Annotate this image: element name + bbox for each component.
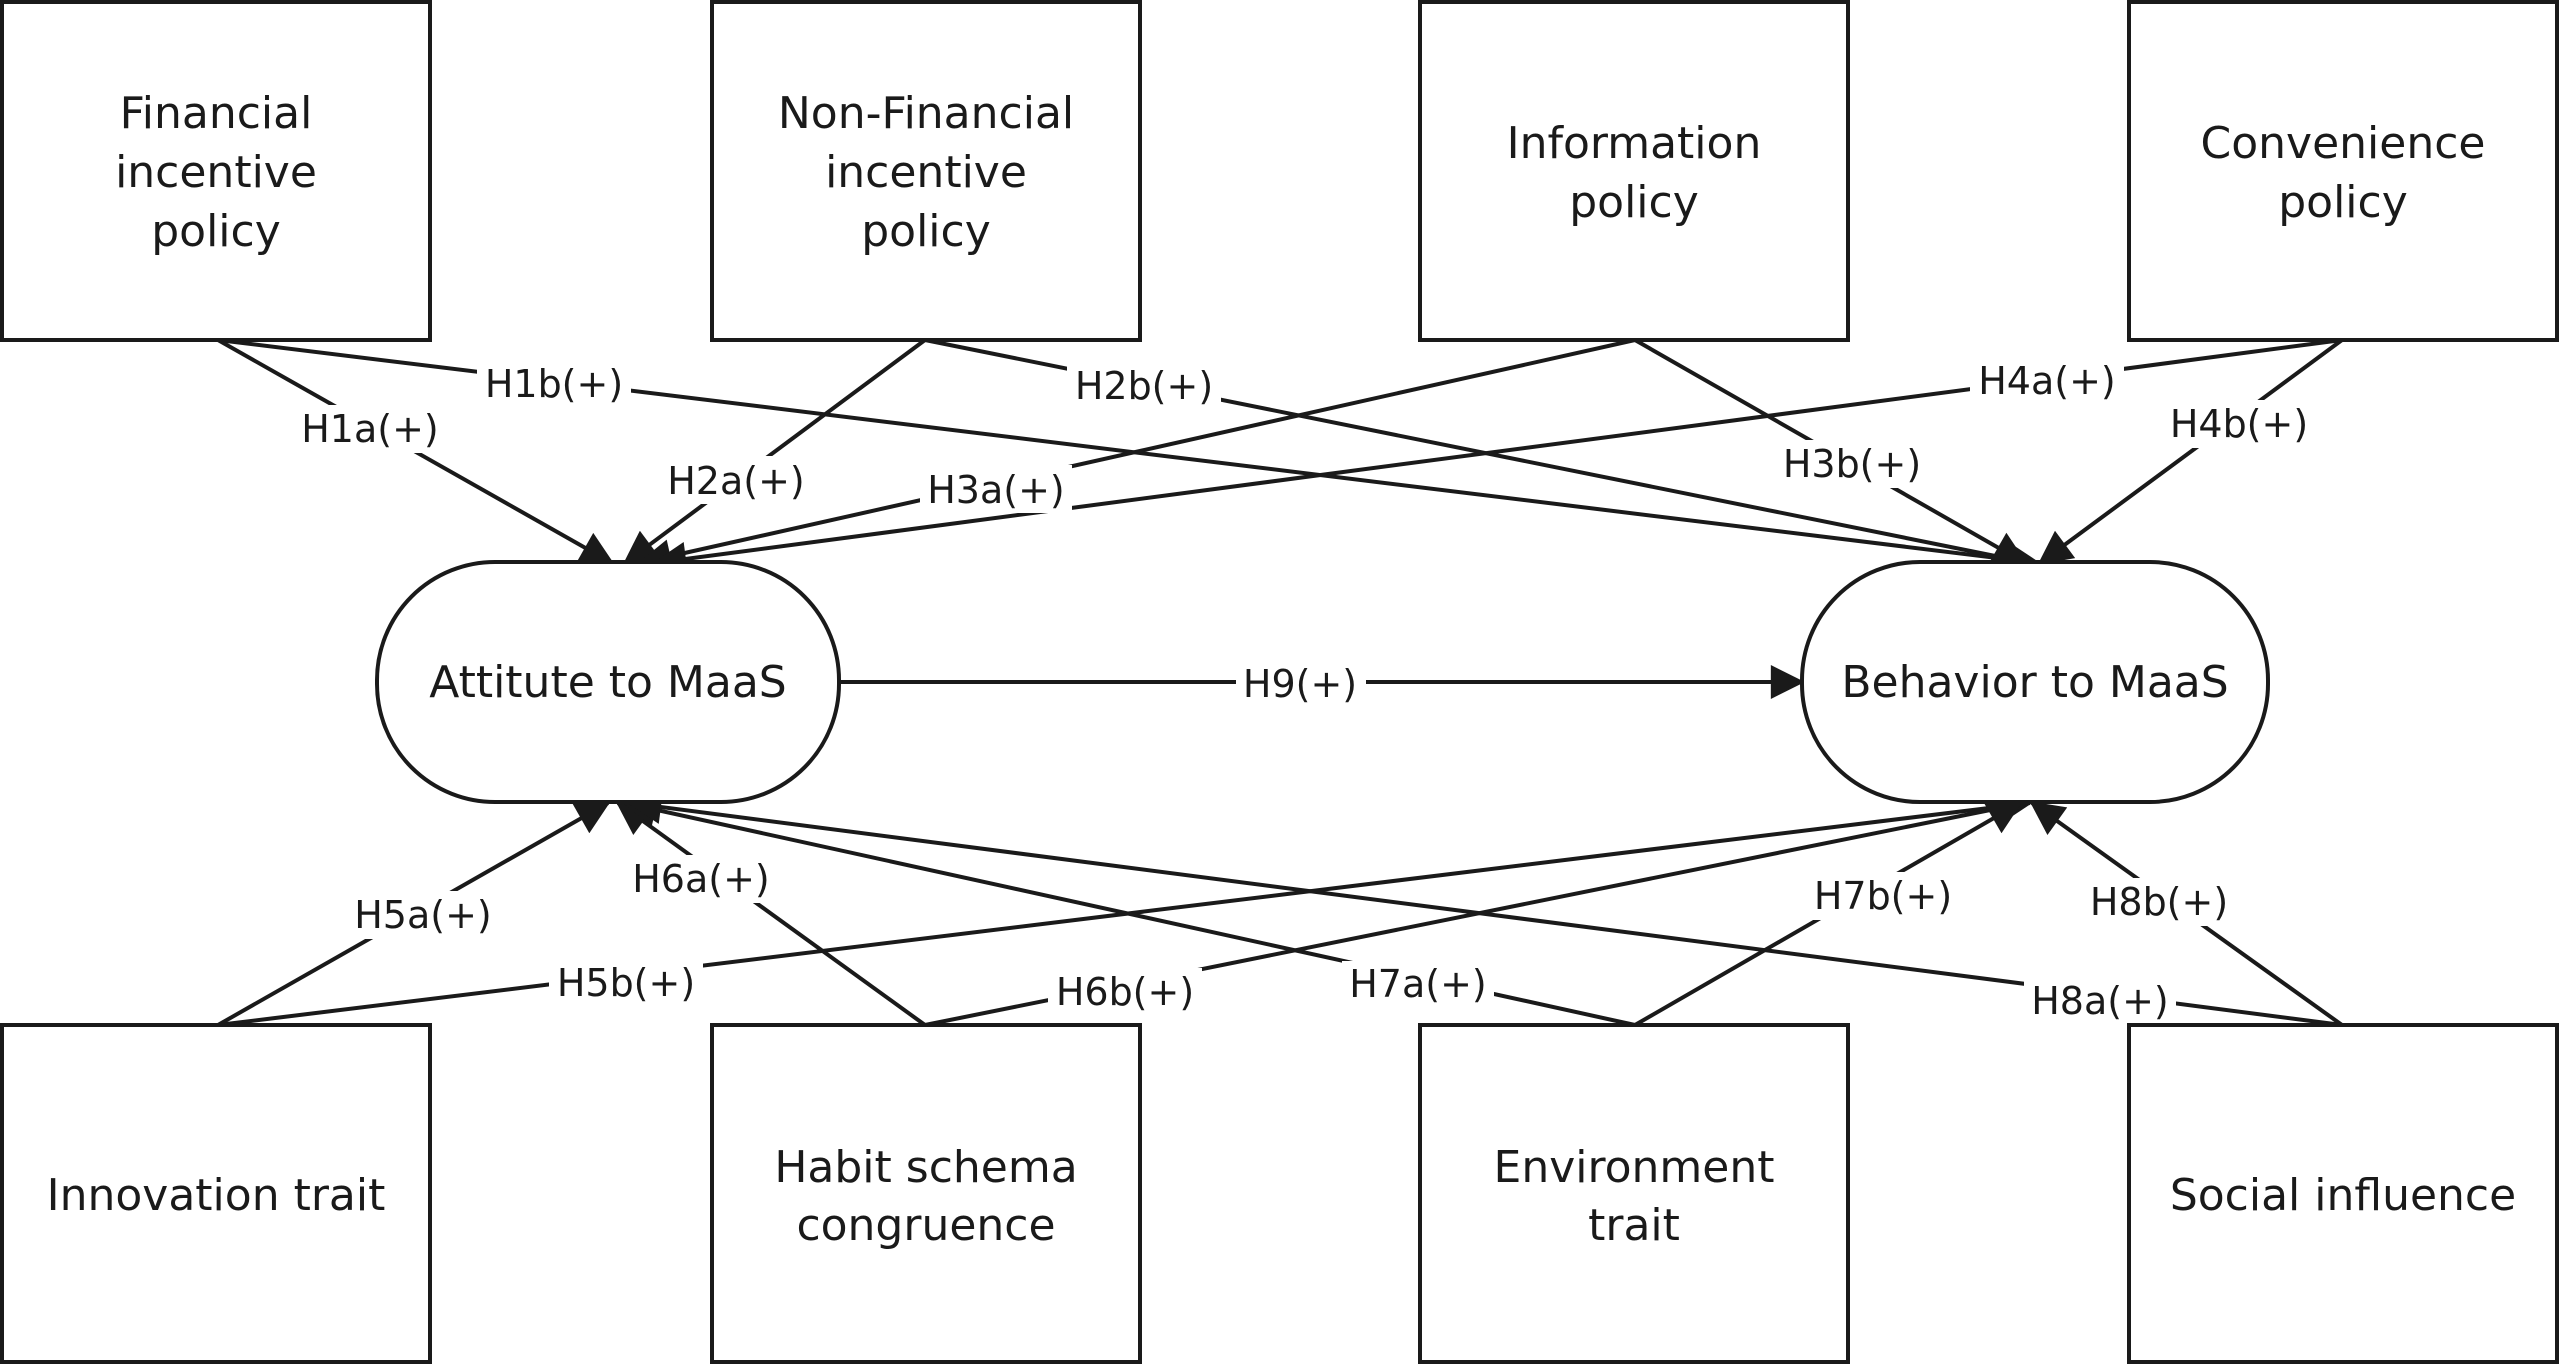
node-information-line-2: policy [1569,177,1699,228]
edge-h7b-label-group: H7b(+) [1806,872,1960,920]
node-behavior-to-maas: Behavior to MaaS [1800,560,2270,804]
edge-h6a-label-group: H6a(+) [625,855,777,903]
edge-h3a-label-group: H3a(+) [920,465,1072,513]
edge-h7a-label-group: H7a(+) [1342,961,1494,1009]
node-environment-line-2: trait [1588,1200,1680,1251]
edge-h3a-label: H3a(+) [927,468,1065,512]
edge-h6a-line [615,801,927,1027]
node-behavior-label: Behavior to MaaS [1841,657,2228,708]
node-nonfinancial-line-2: incentive [825,147,1027,198]
node-convenience-policy: Convenience policy [2127,0,2559,342]
edge-h1b-label-group: H1b(+) [477,360,631,408]
node-nonfinancial-line-3: policy [861,206,991,257]
edge-h8b-label: H8b(+) [2090,880,2228,924]
edge-h5b-label: H5b(+) [557,961,695,1005]
node-attitude-to-maas: Attitute to MaaS [375,560,841,804]
edge-h3b-label-group: H3b(+) [1775,440,1929,488]
node-habit-schema-congruence: Habit schema congruence [710,1023,1142,1364]
edge-h1b-label: H1b(+) [485,362,623,406]
node-innovation-label: Innovation trait [47,1170,386,1221]
edge-h2b-label-group: H2b(+) [1067,362,1221,410]
edge-h9-label: H9(+) [1243,662,1357,706]
edge-h6b-label: H6b(+) [1056,970,1194,1014]
edge-h4b-label: H4b(+) [2170,402,2308,446]
edge-h6a-label: H6a(+) [632,857,770,901]
node-information-line-1: Information [1507,118,1762,169]
edge-h2a-label: H2a(+) [667,459,805,503]
edge-h1a-label-group: H1a(+) [295,405,445,453]
edge-h3a-line [637,338,1636,573]
edge-h4a-label-group: H4a(+) [1970,357,2124,405]
node-financial-incentive-policy: Financial incentive policy [0,0,432,342]
edge-h7b-label: H7b(+) [1814,874,1952,918]
node-nonfinancial-line-1: Non-Financial [778,88,1074,139]
node-environment-line-1: Environment [1494,1142,1775,1193]
edge-h8b-label-group: H8b(+) [2082,878,2236,926]
edge-h6b-label-group: H6b(+) [1048,968,1202,1016]
edge-labels-layer: H1a(+) H1b(+) H2a(+) H2b(+) H3a(+) H3b(+… [295,357,2316,1026]
node-attitude-label: Attitute to MaaS [429,657,786,708]
edge-h8a-label: H8a(+) [2031,979,2169,1023]
edge-h7a-label: H7a(+) [1349,962,1487,1006]
edge-h2a-label-group: H2a(+) [660,456,812,504]
node-habit-line-1: Habit schema [774,1142,1077,1193]
edge-h4a-label: H4a(+) [1978,359,2116,403]
edge-h5a-label: H5a(+) [354,893,492,937]
edge-h4b-label-group: H4b(+) [2162,400,2316,448]
edge-h3b-label: H3b(+) [1783,442,1921,486]
edge-h2b-label: H2b(+) [1075,364,1213,408]
node-social-influence: Social influence [2127,1023,2559,1364]
node-habit-line-2: congruence [796,1200,1055,1251]
edge-h9-label-group: H9(+) [1236,660,1366,708]
edge-h5a-label-group: H5a(+) [347,891,499,939]
node-social-label: Social influence [2170,1170,2516,1221]
node-environment-trait: Environment trait [1418,1023,1850,1364]
edge-h8a-label-group: H8a(+) [2024,978,2176,1026]
node-financial-line-3: policy [151,206,281,257]
edge-h2a-line [622,338,927,565]
node-innovation-trait: Innovation trait [0,1023,432,1364]
node-convenience-line-2: policy [2278,177,2408,228]
edge-h4b-line [2037,338,2344,565]
node-information-policy: Information policy [1418,0,1850,342]
node-convenience-line-1: Convenience [2201,118,2486,169]
edge-h1a-label: H1a(+) [301,407,439,451]
node-non-financial-incentive-policy: Non-Financial incentive policy [710,0,1142,342]
node-financial-line-1: Financial [120,88,313,139]
edge-h5b-label-group: H5b(+) [549,959,703,1007]
node-financial-line-2: incentive [115,147,317,198]
